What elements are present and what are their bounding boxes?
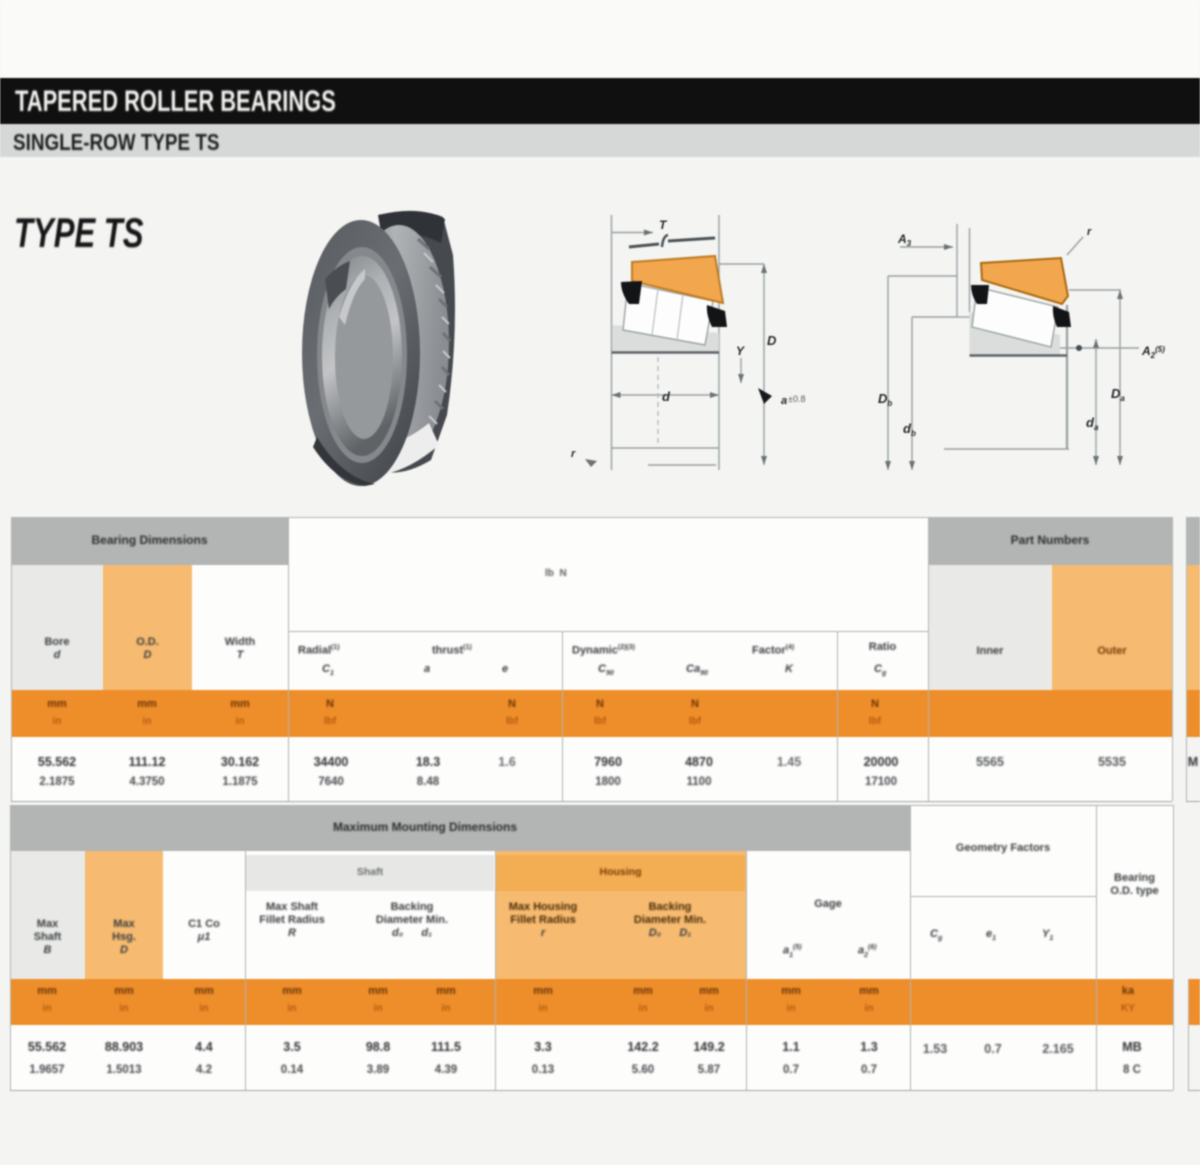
svg-text:±0.8: ±0.8 xyxy=(788,394,805,404)
svg-text:da: da xyxy=(1086,415,1099,432)
svg-text:D: D xyxy=(767,333,777,348)
svg-text:a: a xyxy=(781,395,787,407)
svg-text:A2(5): A2(5) xyxy=(1141,344,1165,360)
svg-text:d: d xyxy=(662,389,671,404)
svg-text:db: db xyxy=(903,421,916,438)
svg-text:Db: Db xyxy=(878,391,892,408)
svg-text:T: T xyxy=(659,218,668,232)
svg-text:r: r xyxy=(1087,226,1092,238)
svg-text:Y: Y xyxy=(736,344,745,358)
svg-text:A3: A3 xyxy=(897,232,912,248)
svg-text:Da: Da xyxy=(1111,386,1125,403)
svg-text:r: r xyxy=(571,448,576,460)
